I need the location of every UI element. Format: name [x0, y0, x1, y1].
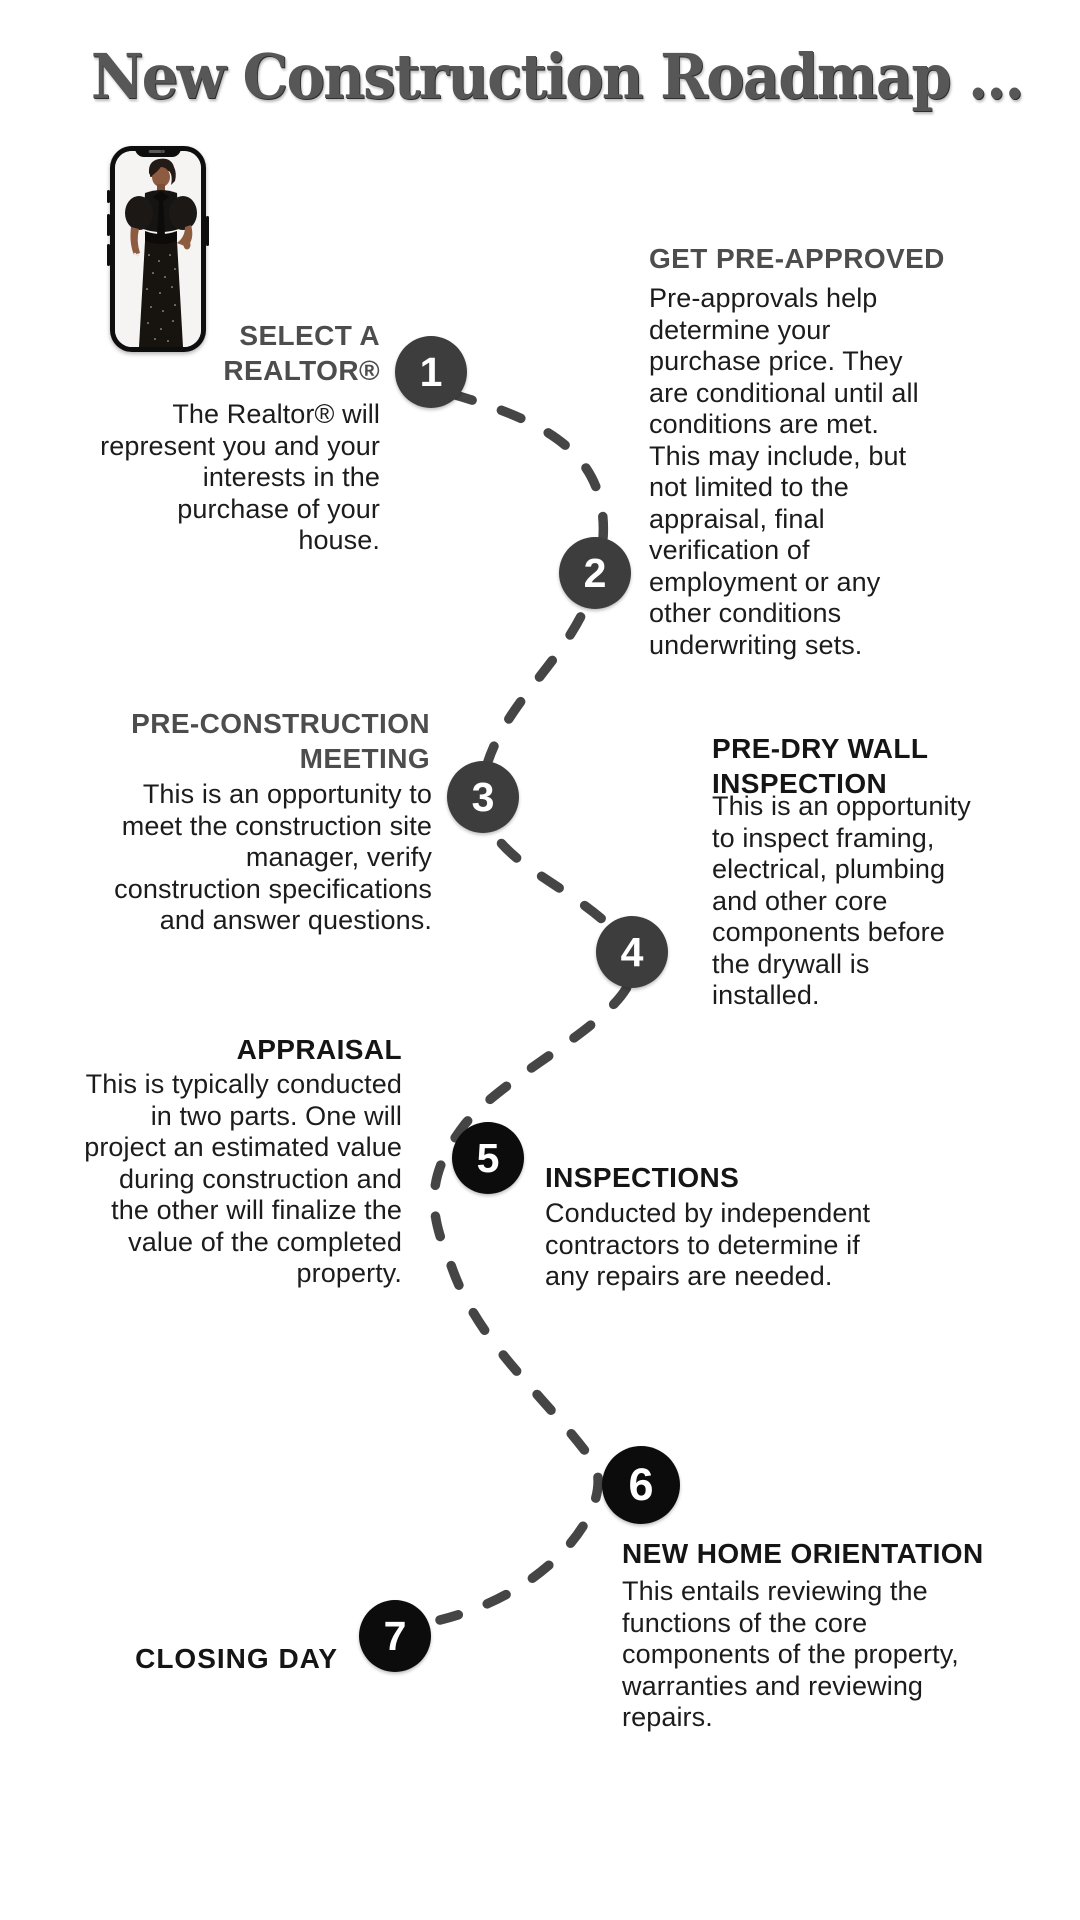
step-1-heading: SELECT A REALTOR®: [223, 320, 380, 386]
step-4-heading: PRE-DRY WALL INSPECTION: [712, 733, 929, 799]
step-marker-6: 6: [602, 1446, 680, 1524]
step-2-heading: GET PRE-APPROVED: [649, 243, 945, 274]
page-title: New Construction Roadmap ...: [90, 40, 1025, 113]
step-appraisal-heading: APPRAISAL: [236, 1034, 402, 1065]
step-3-body: This is an opportunity to meet the const…: [114, 779, 432, 935]
step-appraisal-body: This is typically conducted in two parts…: [84, 1069, 402, 1288]
step-6-body: This entails reviewing the functions of …: [622, 1576, 959, 1732]
step-2-body: Pre-approvals help determine your purcha…: [649, 283, 919, 660]
step-number: 5: [476, 1134, 500, 1181]
step-number: 4: [620, 928, 644, 975]
step-6-heading: NEW HOME ORIENTATION: [622, 1538, 984, 1569]
step-number: 1: [419, 348, 443, 395]
step-3-heading: PRE-CONSTRUCTION MEETING: [131, 708, 430, 774]
phone-mockup: [107, 146, 209, 352]
step-number: 2: [583, 549, 607, 596]
phone-screen: [115, 151, 201, 347]
step-number: 6: [628, 1459, 654, 1510]
step-marker-4: 4: [596, 916, 668, 988]
phone-side-button: [107, 214, 110, 236]
step-inspections-heading: INSPECTIONS: [545, 1162, 740, 1193]
step-marker-2: 2: [559, 537, 631, 609]
step-4-body: This is an opportunity to inspect framin…: [712, 791, 971, 1010]
phone-side-button: [206, 216, 209, 246]
phone-side-button: [107, 244, 110, 266]
step-number: 3: [471, 773, 495, 820]
realtor-photo: [115, 151, 201, 347]
step-marker-1: 1: [395, 336, 467, 408]
step-1-body: The Realtor® will represent you and your…: [100, 399, 380, 555]
step-inspections-body: Conducted by independent contractors to …: [545, 1198, 871, 1291]
phone-side-button: [107, 190, 110, 203]
step-7-heading: CLOSING DAY: [135, 1643, 338, 1674]
step-marker-3: 3: [447, 761, 519, 833]
step-number: 7: [383, 1612, 407, 1659]
phone-speaker: [148, 150, 165, 153]
step-marker-7: 7: [359, 1600, 431, 1672]
step-marker-5: 5: [452, 1122, 524, 1194]
phone-camera-dot: [160, 150, 164, 153]
